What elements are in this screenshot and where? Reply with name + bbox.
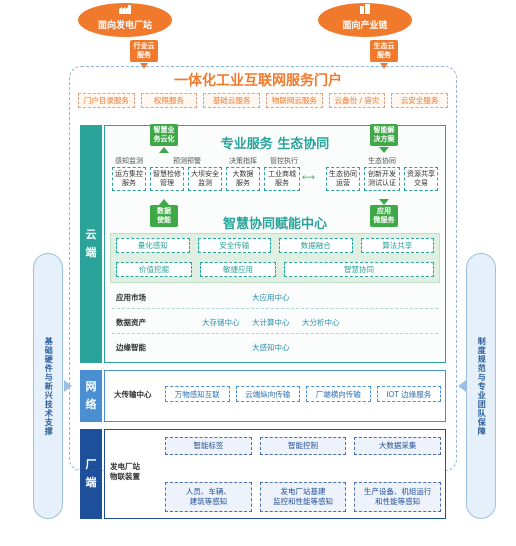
enable-center-title: 智慧协同赋能中心 <box>222 217 327 232</box>
network-item: 厂端横向传输 <box>306 386 371 402</box>
portal-item: 物联网云服务 <box>266 93 323 108</box>
arrow-left-icon <box>458 380 466 392</box>
portal-item: 门户目录服务 <box>78 93 135 108</box>
industry-chain-label: 面向产业链 <box>342 20 388 31</box>
capability-item: 敏捷应用 <box>200 262 276 277</box>
service-box: 生态协同 运营 <box>326 167 360 191</box>
factory-row-label: 发电厂站 物联装置 <box>110 462 140 482</box>
service-box: 智慧检修 管理 <box>150 167 184 191</box>
capability-item: 安全传输 <box>197 238 271 253</box>
data-enable-callout: 数据 使能 <box>150 205 178 227</box>
arrow-down-icon <box>379 147 389 153</box>
factory-item: 人员、车辆、 建筑等感知 <box>165 482 252 512</box>
capability-item: 智慧协同 <box>284 262 434 277</box>
power-station-label: 面向发电厂站 <box>97 20 152 31</box>
service-box: 运方集控 服务 <box>112 167 146 191</box>
micro-service-callout: 应用 微服务 <box>370 205 398 227</box>
right-support-pill: 制度规范与专业团队保障 <box>466 253 496 519</box>
smart-solution-callout: 智能解 决方案 <box>370 124 398 146</box>
network-item: 云端纵向传输 <box>235 386 300 402</box>
building-icon <box>359 4 371 17</box>
row-label-edge-intelligence: 边缘智能 <box>116 343 146 352</box>
factory-item: 智能控制 <box>259 437 347 455</box>
power-station-ellipse: 面向发电厂站 <box>78 3 172 37</box>
factory-item: 大数据采集 <box>354 437 442 455</box>
portal-items: 门户目录服务 权限服务 基础云服务 物联网云服务 云备份 / 容灾 云安全服务 <box>78 93 449 108</box>
cloud-bar: 云 端 <box>80 125 102 363</box>
row-label-data-assets: 数据资产 <box>116 318 146 327</box>
divider <box>112 308 438 309</box>
row-item: 大感知中心 <box>252 343 290 352</box>
capability-item: 价值挖掘 <box>116 262 192 277</box>
portal-item: 基础云服务 <box>203 93 261 108</box>
network-item: IOT 边缘服务 <box>376 386 441 402</box>
smart-business-callout: 智慧业 务云化 <box>150 124 178 146</box>
capability-row-1: 量化感知 安全传输 数据融合 算法共享 <box>116 238 434 253</box>
portal-item: 云备份 / 容灾 <box>328 93 386 108</box>
factory-item: 生产设备、机组运行 和性能等感知 <box>354 482 442 512</box>
service-box: 大坝安全 监测 <box>188 167 222 191</box>
double-arrow-icon: ⟷ <box>302 173 315 183</box>
factory-item: 智能标签 <box>165 437 252 455</box>
capability-row-2: 价值挖掘 敏捷应用 智慧协同 <box>116 262 434 277</box>
factory-bar: 厂 端 <box>80 429 102 519</box>
ecology-cloud-service: 生态云 服务 <box>370 40 398 62</box>
network-item: 万物感知互联 <box>165 386 230 402</box>
capability-item: 算法共享 <box>360 238 434 253</box>
service-box: 大数据 服务 <box>226 167 260 191</box>
category-label: 决策指挥 <box>229 157 257 165</box>
network-row-label: 大传输中心 <box>114 390 152 399</box>
factory-row-1: 智能标签 智能控制 大数据采集 <box>165 437 442 455</box>
category-label: 生态协同 <box>368 157 396 165</box>
portal-item: 云安全服务 <box>391 93 449 108</box>
service-box: 资源共享 交易 <box>404 167 438 191</box>
arrow-down-icon <box>379 199 389 205</box>
portal-item: 权限服务 <box>140 93 198 108</box>
network-items: 万物感知互联 云端纵向传输 厂端横向传输 IOT 边缘服务 <box>165 386 441 402</box>
industry-cloud-service: 行业云 服务 <box>130 40 158 62</box>
service-box: 创新开发 测试认证 <box>364 167 400 191</box>
category-label: 管控执行 <box>270 157 298 165</box>
arrow-up-icon <box>159 147 169 153</box>
capability-item: 数据融合 <box>279 238 353 253</box>
capability-item: 量化感知 <box>116 238 190 253</box>
factory-icon <box>119 5 131 17</box>
factory-item: 发电厂站基建 监控和性能等感知 <box>259 482 347 512</box>
factory-row-2: 人员、车辆、 建筑等感知 发电厂站基建 监控和性能等感知 生产设备、机组运行 和… <box>165 482 442 512</box>
row-item: 大存储中心 <box>202 318 240 327</box>
row-item: 大应用中心 <box>252 293 290 302</box>
arrow-right-icon <box>64 380 72 392</box>
row-item: 大计算中心 <box>252 318 290 327</box>
network-bar: 网 络 <box>80 370 102 422</box>
service-box: 工业商城 服务 <box>264 167 300 191</box>
category-label: 感知监测 <box>115 157 143 165</box>
category-label: 预测预警 <box>173 157 201 165</box>
industry-chain-ellipse: 面向产业链 <box>318 3 412 37</box>
row-label-app-market: 应用市场 <box>116 293 146 302</box>
row-item: 大分析中心 <box>302 318 340 327</box>
divider <box>112 333 438 334</box>
pro-service-title: 专业服务 生态协同 <box>220 137 330 152</box>
left-support-pill: 基础硬件与新兴技术支撑 <box>33 253 63 519</box>
portal-title: 一体化工业互联网服务门户 <box>174 73 342 89</box>
arrow-up-icon <box>159 199 169 205</box>
